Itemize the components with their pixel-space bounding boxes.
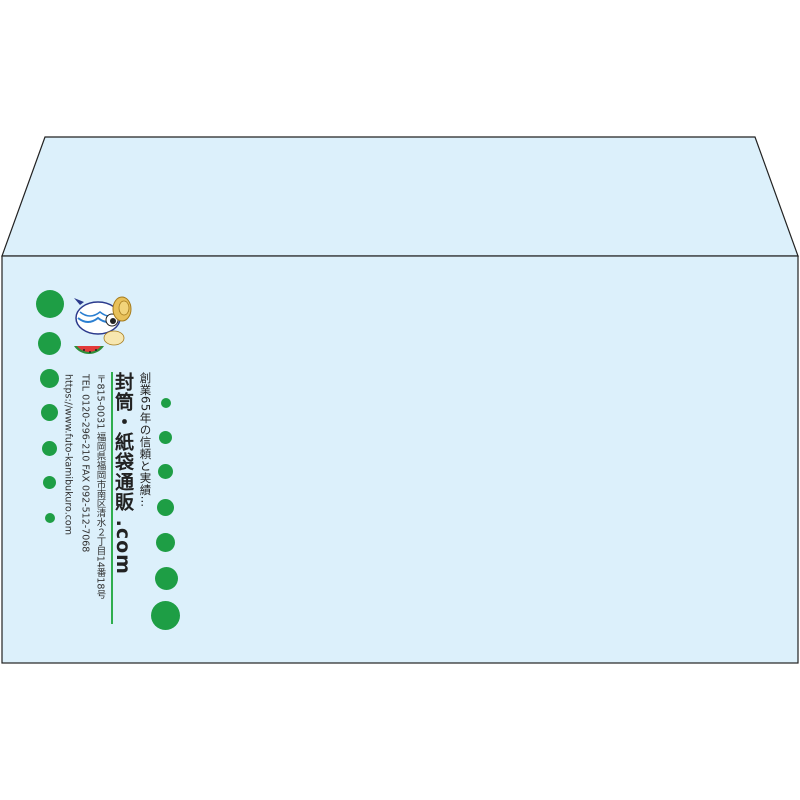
decorative-dot xyxy=(45,513,55,523)
decorative-dot xyxy=(155,567,178,590)
decorative-dot xyxy=(159,431,172,444)
envelope-flap xyxy=(1,136,799,257)
decorative-dot xyxy=(41,404,58,421)
decorative-dot xyxy=(161,398,171,408)
decorative-dot xyxy=(40,369,59,388)
decorative-dot xyxy=(156,533,175,552)
decorative-dot xyxy=(38,332,61,355)
company-website: https://www.futo-kamibukuro.com xyxy=(62,374,74,535)
decorative-dot xyxy=(157,499,174,516)
decorative-dot xyxy=(36,290,64,318)
envelope-body xyxy=(1,255,799,664)
decorative-dot xyxy=(158,464,173,479)
company-divider-line xyxy=(111,372,113,624)
company-tagline: 創業65年の信頼と実績… xyxy=(138,372,153,508)
company-name: 封筒・紙袋通販 .com xyxy=(112,372,134,575)
decorative-dot xyxy=(43,476,56,489)
mascot-logo xyxy=(74,296,132,355)
decorative-dot xyxy=(151,601,180,630)
decorative-dot xyxy=(42,441,57,456)
company-address: 〒815-0031 福岡県福岡市南区清水２丁目14番18号 xyxy=(94,374,106,599)
company-tel-fax: TEL 0120-296-210 FAX 092-512-7068 xyxy=(79,374,91,553)
